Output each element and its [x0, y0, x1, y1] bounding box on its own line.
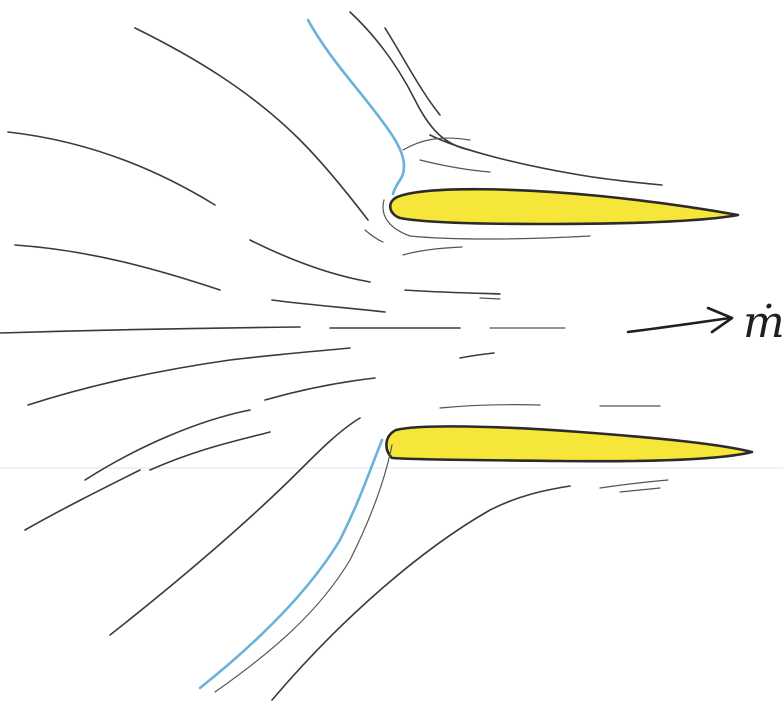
lower-dividing-streamline: [200, 440, 382, 688]
streamline: [350, 12, 470, 150]
streamline: [460, 353, 494, 358]
streamline: [15, 245, 220, 290]
streamline: [272, 486, 570, 700]
mass-flow-label: ṁ: [743, 297, 783, 348]
streamline: [250, 240, 370, 282]
streamline: [110, 418, 360, 635]
streamline: [600, 480, 668, 488]
streamline-centerline: [0, 327, 300, 333]
streamline: [440, 405, 540, 408]
streamline: [430, 135, 662, 185]
streamline: [480, 298, 500, 299]
streamline: [403, 138, 470, 150]
streamline: [150, 432, 270, 470]
streamline: [272, 300, 385, 312]
streamline: [85, 410, 250, 480]
lower-airfoil: [386, 426, 752, 461]
streamline: [385, 28, 440, 115]
upper-airfoil: [390, 189, 738, 224]
streamline: [25, 470, 140, 530]
streamline: [365, 230, 383, 242]
streamline: [405, 290, 500, 294]
streamline: [620, 488, 660, 492]
streamline: [403, 247, 462, 255]
streamline: [420, 160, 490, 172]
streamline: [28, 348, 350, 405]
streamline: [265, 378, 375, 400]
upper-dividing-streamline: [308, 20, 404, 194]
streamline: [8, 132, 215, 205]
